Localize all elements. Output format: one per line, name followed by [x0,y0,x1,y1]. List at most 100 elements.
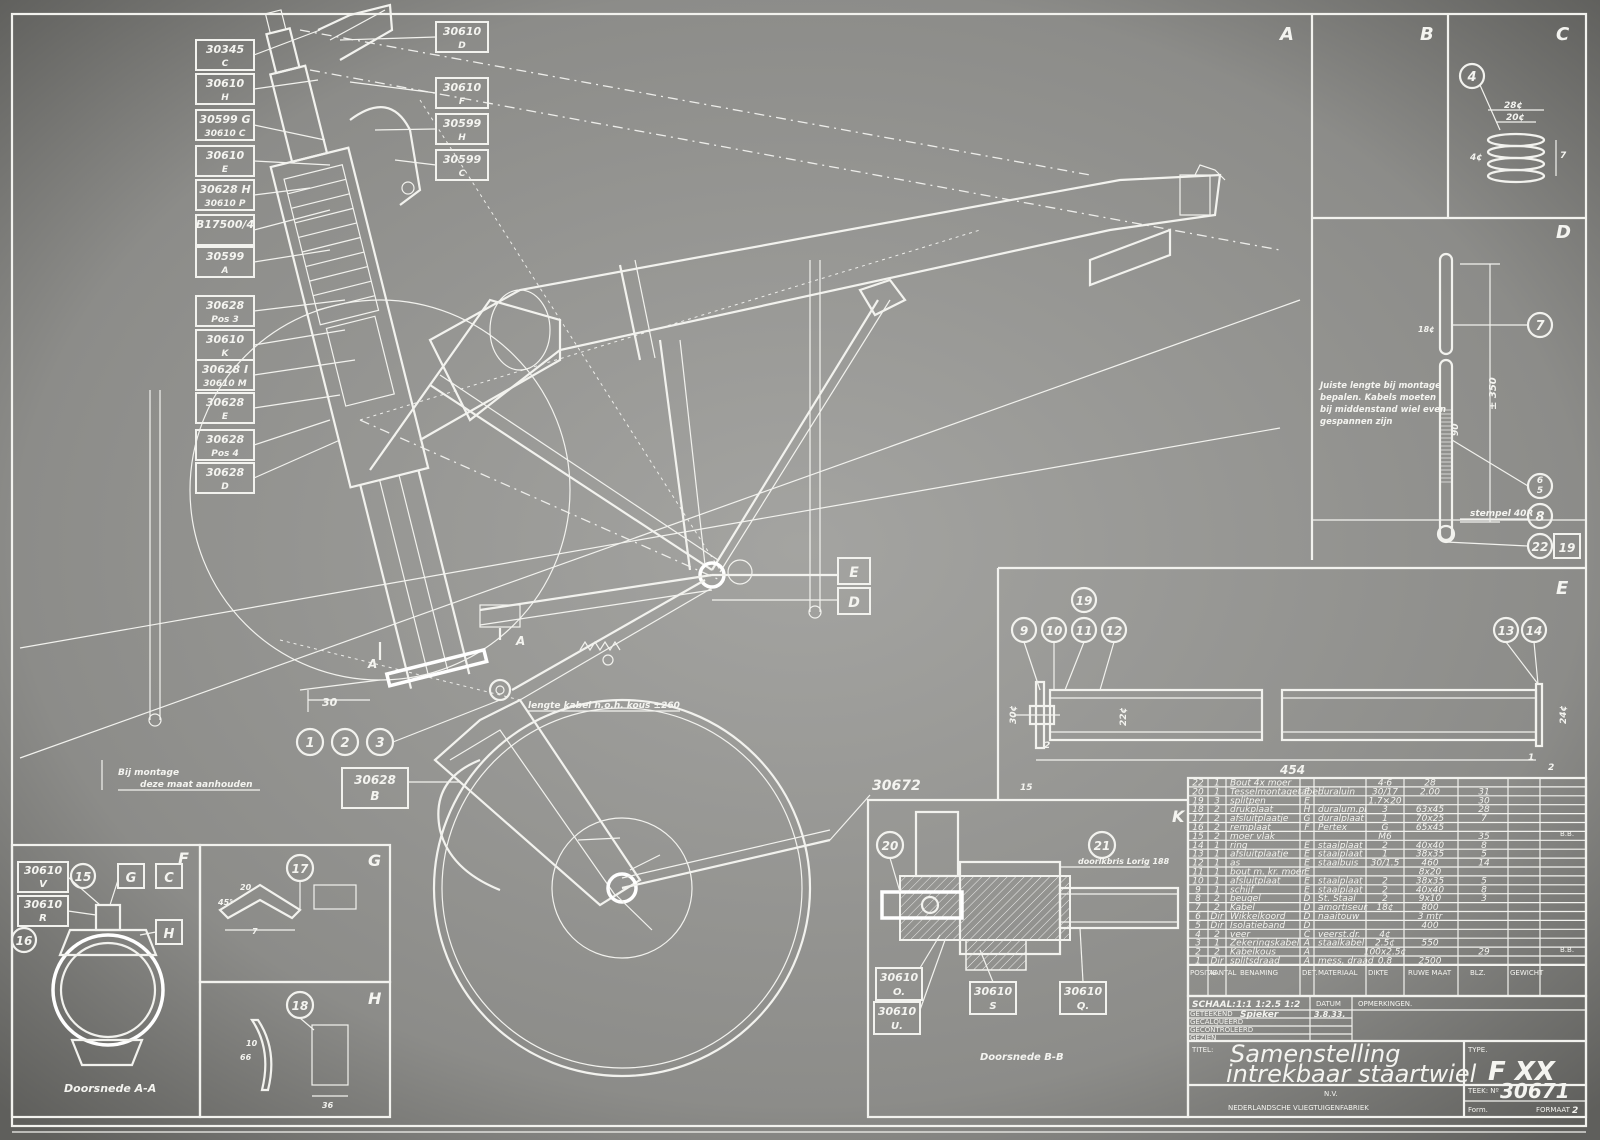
parts-list-cell: E [1304,885,1310,895]
left-ref-suffix: C [222,59,229,69]
parts-list-cell: F [1304,823,1310,833]
detail-k-item-21: 21 [1094,839,1111,853]
parts-list-cell: 2 [1214,930,1220,940]
view-label-g: G [368,851,381,870]
detail-f-ref-c: C [164,871,174,886]
parts-list-cell: Bout 4x moer [1230,779,1292,789]
detail-e-item-number: 11 [1076,624,1093,638]
parts-list-cell: Pertex [1318,823,1348,833]
parts-list-cell: ring [1230,841,1248,851]
parts-list-cell: afsluitplaatje [1230,850,1289,860]
detail-d-dim-18: 18¢ [1418,325,1435,334]
left-ref-suffix: E [222,165,229,175]
parts-list-cell: 3 [1195,939,1201,949]
callout-d-text: D [848,595,860,611]
parts-list-cell: 5 [1481,876,1487,886]
parts-list-cell: as [1230,859,1241,869]
tb-company-nv: N.V. [1324,1090,1338,1098]
parts-list-cell: 800 [1421,903,1438,913]
parts-list-cell: 9x10 [1419,894,1442,904]
detail-k-ref-u: U. [891,1021,903,1032]
parts-list-cell: 30 [1478,796,1490,806]
parts-list-cell: afsluitplaat [1230,876,1281,886]
detail-f-item-16: 16 [16,934,33,948]
left-ref-box: B17500/4 [195,209,331,246]
tb-form-label: Form. [1468,1106,1488,1114]
parts-list-cell: 400 [1421,921,1438,931]
parts-list-cell: 3 [1481,894,1487,904]
parts-list-cell: D [1304,894,1311,904]
parts-list-cell: 15 [1192,832,1204,842]
tb-titel-label: TITEL: [1191,1046,1213,1054]
parts-list-cell: 2.00 [1420,787,1440,797]
parts-list-cell: Dir [1210,921,1224,931]
tb-drawing-number: 30671 [1500,1079,1570,1103]
detail-e-dim-1: 1 [1528,753,1534,763]
detail-k-ref-30610-o: 30610 [880,971,919,984]
right-ref-number: 30599 [443,117,482,130]
detail-d-dim-350: ± 350 [1488,377,1499,410]
parts-list-cell: A [1303,939,1310,949]
detail-c-dim-4: 4¢ [1469,153,1483,163]
detail-d-item-22: 22 [1532,540,1549,554]
left-ref-number: 30628 H [199,183,250,196]
parts-list-cell: drukplaat [1230,805,1274,815]
parts-list-cell: 7 [1481,814,1487,824]
parts-list-cell: 38x35 [1416,876,1445,886]
detail-e-item-number: 10 [1046,624,1063,638]
parts-list-cell: 550 [1421,939,1438,949]
detail-f-item-15: 15 [75,870,92,884]
detail-c-dim-7: 7 [1560,151,1567,161]
detail-d-item-7: 7 [1535,319,1545,334]
parts-list-cell: 8 [1481,841,1487,851]
item-circle-1: 1 [305,736,314,751]
parts-list-cell: 4 [1195,930,1201,940]
main-assembly-view [19,3,1301,1078]
detail-k-caption: Doorsnede B-B [980,1052,1064,1063]
right-ref-number: 30610 [443,81,482,94]
parts-list-cell: 30/17 [1372,787,1398,797]
parts-list-cell: 8 [1481,885,1487,895]
right-ref-suffix: H [458,133,466,143]
parts-list-cell: 1 [1214,876,1220,886]
left-ref-suffix: A [221,266,229,276]
tb-teek-label: TEEK: Nº [1467,1087,1499,1095]
detail-k-ref-30610-s: 30610 [974,985,1013,998]
view-label-e: E [1556,578,1569,599]
section-a-mark-right: A [515,634,525,648]
detail-f-ref-30610-r: 30610 [24,898,63,911]
tb-datum-label: DATUM [1316,1000,1341,1008]
parts-list-cell: 2 [1382,885,1388,895]
parts-list-header: DET. [1302,969,1317,977]
parts-list-cell: staalplaat [1318,885,1363,895]
parts-list-cell: 40x40 [1416,841,1445,851]
parts-list-cell: 30/1.5 [1371,859,1400,869]
parts-list-cell: 14 [1192,841,1204,851]
right-ref-suffix: F [459,97,466,107]
parts-bb-mark-2: B.B. [1560,946,1574,954]
detail-d-cable: ± 350 90 18¢ 7 6 5 8 stempel 40R 22 19 J… [1318,252,1581,560]
parts-list-cell: schijf [1230,885,1255,895]
detail-e-item-number: 13 [1498,624,1515,638]
parts-list-cell: 16 [1192,823,1204,833]
tb-opmerkingen-label: OPMERKINGEN. [1358,1000,1412,1008]
detail-c-item-4: 4 [1466,70,1476,85]
parts-list-cell: 29 [1478,948,1490,958]
detail-e-item-circle: 14 [1520,616,1548,685]
detail-f-ref-30610-v: 30610 [24,864,63,877]
parts-list-cell: 1 [1214,787,1220,797]
parts-list-cell: 2 [1195,948,1201,958]
parts-list-cell: H [1304,805,1311,815]
detail-e-item-number: 12 [1106,624,1123,638]
parts-list-cell: afsluitplaatje [1230,814,1289,824]
detail-h-plate: 18 36 66 10 [240,990,349,1110]
parts-list-cell: 11 [1192,868,1203,878]
parts-list-cell: 18 [1192,805,1204,815]
callout-e-text: E [849,565,859,581]
left-ref-suffix: Pos 3 [211,315,239,325]
tb-format: 2 [1572,1106,1578,1116]
